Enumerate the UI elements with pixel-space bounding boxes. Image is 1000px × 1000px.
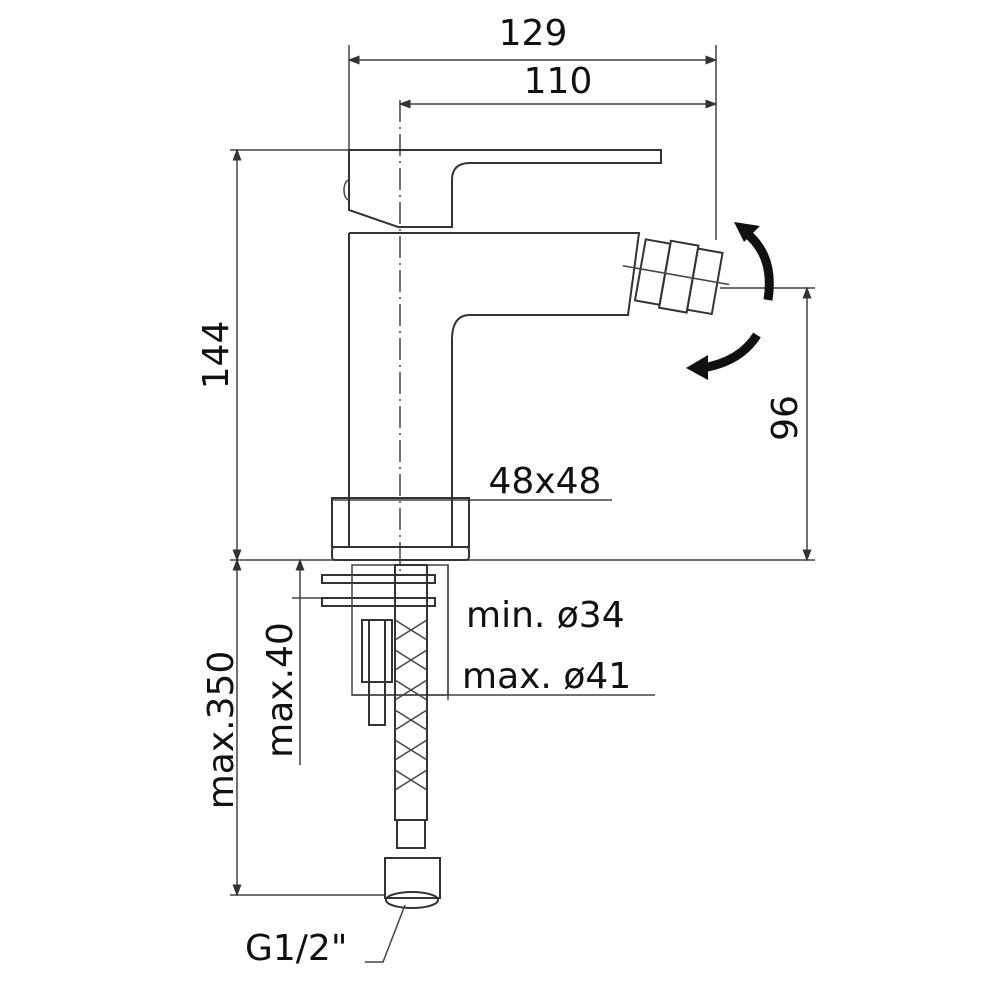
label-144: 144 (196, 321, 237, 390)
label-96: 96 (765, 395, 806, 441)
label-max-40: max.40 (260, 622, 301, 758)
label-min-34: min. ø34 (466, 595, 625, 636)
swivel-arrows-icon (686, 222, 774, 380)
label-48x48: 48x48 (489, 461, 602, 502)
label-g12: G1/2" (245, 928, 347, 969)
flexible-hose (365, 564, 441, 963)
label-129: 129 (499, 13, 568, 54)
faucet-body (331, 149, 662, 561)
label-110: 110 (524, 61, 593, 102)
label-max-350: max.350 (201, 651, 242, 810)
aerator (622, 238, 730, 316)
label-max-41: max. ø41 (462, 656, 631, 697)
fixing-kit (321, 564, 449, 726)
